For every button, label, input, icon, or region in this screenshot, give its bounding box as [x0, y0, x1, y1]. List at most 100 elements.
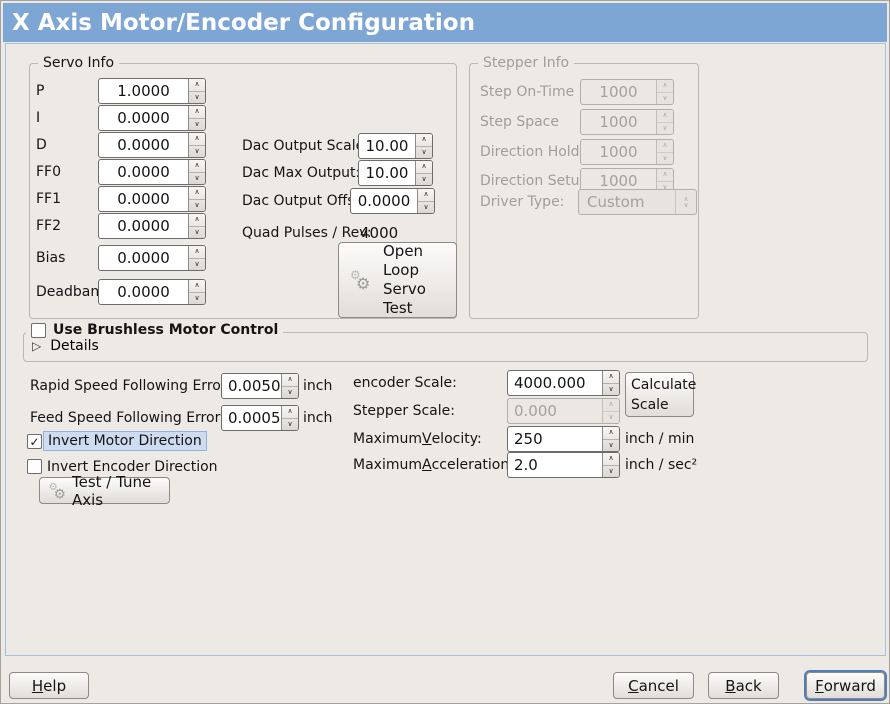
spin-up-icon[interactable] — [189, 160, 205, 173]
calculate-scale-button[interactable]: Calculate Scale — [625, 372, 696, 417]
spin-down-icon[interactable] — [282, 387, 298, 399]
deadband-spinbox[interactable]: 0.0000 — [98, 279, 206, 305]
spin-down-icon[interactable] — [603, 440, 619, 452]
spin-up-icon[interactable] — [416, 161, 432, 174]
invert-encoder-direction-checkbox[interactable] — [27, 459, 42, 474]
spin-up-icon[interactable] — [189, 79, 205, 92]
p-spinbox[interactable]: 1.0000 — [98, 78, 206, 104]
spin-down-icon[interactable] — [189, 92, 205, 104]
driver-type-label: Driver Type: — [480, 194, 565, 210]
step-on-time-label: Step On-Time — [480, 84, 575, 100]
spin-up-icon[interactable] — [418, 189, 434, 202]
spin-down-icon[interactable] — [418, 202, 434, 214]
p-spinner[interactable] — [188, 79, 205, 103]
i-value[interactable]: 0.0000 — [117, 109, 170, 127]
spin-down-icon[interactable] — [416, 147, 432, 159]
invert-motor-direction-label[interactable]: Invert Motor Direction — [43, 431, 207, 451]
dac-output-offset-spinbox[interactable]: 0.0000 — [350, 188, 435, 214]
ff0-spinner[interactable] — [188, 160, 205, 184]
maximum-acceleration-spinbox[interactable]: 2.0 — [507, 452, 620, 478]
spin-down-icon[interactable] — [189, 293, 205, 305]
spin-up-icon[interactable] — [416, 134, 432, 147]
d-spinner[interactable] — [188, 133, 205, 157]
d-spinbox[interactable]: 0.0000 — [98, 132, 206, 158]
spin-down-icon[interactable] — [416, 174, 432, 186]
details-expander[interactable]: ▷ Details — [32, 338, 99, 354]
dac-output-offset-spinner[interactable] — [417, 189, 434, 213]
ff0-value[interactable]: 0.0000 — [117, 163, 170, 181]
deadband-value[interactable]: 0.0000 — [117, 283, 170, 301]
step-on-time-spinbox: 1000 — [580, 79, 674, 105]
spin-up-icon[interactable] — [189, 280, 205, 293]
i-spinner[interactable] — [188, 106, 205, 130]
dac-output-scale-value[interactable]: 10.00 — [365, 137, 409, 155]
spin-up-icon[interactable] — [189, 214, 205, 227]
spin-up-icon[interactable] — [189, 133, 205, 146]
bias-value[interactable]: 0.0000 — [117, 249, 170, 267]
encoder-scale-spinner[interactable] — [602, 371, 619, 395]
rapid-following-error-spinbox[interactable]: 0.0050 — [221, 373, 299, 399]
spin-down-icon[interactable] — [189, 227, 205, 239]
bias-spinner[interactable] — [188, 246, 205, 270]
ff1-spinbox[interactable]: 0.0000 — [98, 186, 206, 212]
dac-output-scale-spinbox[interactable]: 10.00 — [358, 133, 433, 159]
spin-up-icon[interactable] — [603, 453, 619, 466]
encoder-scale-spinbox[interactable]: 4000.000 — [507, 370, 620, 396]
maximum-velocity-value[interactable]: 250 — [514, 430, 543, 448]
spin-up-icon[interactable] — [282, 374, 298, 387]
spin-up-icon[interactable] — [603, 427, 619, 440]
dac-output-offset-value[interactable]: 0.0000 — [357, 192, 411, 210]
d-value[interactable]: 0.0000 — [117, 136, 170, 154]
dac-max-output-spinner[interactable] — [415, 161, 432, 185]
maximum-velocity-spinner[interactable] — [602, 427, 619, 451]
spin-up-icon[interactable] — [282, 406, 298, 419]
spin-down-icon[interactable] — [189, 200, 205, 212]
spin-up-icon[interactable] — [189, 106, 205, 119]
expander-arrow-icon[interactable]: ▷ — [32, 339, 42, 353]
spin-down-icon[interactable] — [189, 119, 205, 131]
use-brushless-checkbox[interactable] — [31, 322, 46, 338]
spin-down-icon[interactable] — [189, 259, 205, 271]
rapid-following-error-value[interactable]: 0.0050 — [228, 377, 281, 395]
invert-motor-direction-checkbox[interactable]: ✓ — [27, 434, 42, 449]
spin-up-icon[interactable] — [189, 187, 205, 200]
spin-down-icon[interactable] — [282, 419, 298, 431]
rapid-following-error-spinner[interactable] — [281, 374, 298, 398]
ff2-spinner[interactable] — [188, 214, 205, 238]
maximum-acceleration-spinner[interactable] — [602, 453, 619, 477]
spin-up-icon[interactable] — [603, 371, 619, 384]
maximum-acceleration-value[interactable]: 2.0 — [514, 456, 538, 474]
dac-max-output-value[interactable]: 10.00 — [365, 164, 409, 182]
deadband-spinner[interactable] — [188, 280, 205, 304]
step-space-spinbox: 1000 — [580, 109, 674, 135]
stepper-scale-value: 0.000 — [514, 402, 557, 420]
direction-hold-spinbox: 1000 — [580, 139, 674, 165]
spin-down-icon[interactable] — [189, 173, 205, 185]
spin-down-icon[interactable] — [603, 384, 619, 396]
dac-max-output-spinbox[interactable]: 10.00 — [358, 160, 433, 186]
ff0-spinbox[interactable]: 0.0000 — [98, 159, 206, 185]
open-loop-servo-test-button[interactable]: ⚙⚙ Open Loop Servo Test — [338, 242, 457, 318]
feed-following-error-value[interactable]: 0.0005 — [228, 409, 281, 427]
feed-following-error-spinner[interactable] — [281, 406, 298, 430]
spin-down-icon[interactable] — [189, 146, 205, 158]
ff2-value[interactable]: 0.0000 — [117, 217, 170, 235]
spin-up-icon[interactable] — [189, 246, 205, 259]
ff1-spinner[interactable] — [188, 187, 205, 211]
p-value[interactable]: 1.0000 — [117, 82, 170, 100]
invert-encoder-direction-label[interactable]: Invert Encoder Direction — [47, 459, 218, 475]
test-tune-axis-button[interactable]: ⚙⚙ Test / Tune Axis — [39, 473, 170, 509]
ff1-value[interactable]: 0.0000 — [117, 190, 170, 208]
spin-down-icon[interactable] — [603, 466, 619, 478]
maximum-velocity-spinbox[interactable]: 250 — [507, 426, 620, 452]
encoder-scale-value[interactable]: 4000.000 — [514, 374, 586, 392]
bias-spinbox[interactable]: 0.0000 — [98, 245, 206, 271]
feed-following-error-spinbox[interactable]: 0.0005 — [221, 405, 299, 431]
ff2-spinbox[interactable]: 0.0000 — [98, 213, 206, 239]
i-spinbox[interactable]: 0.0000 — [98, 105, 206, 131]
dac-output-scale-spinner[interactable] — [415, 134, 432, 158]
